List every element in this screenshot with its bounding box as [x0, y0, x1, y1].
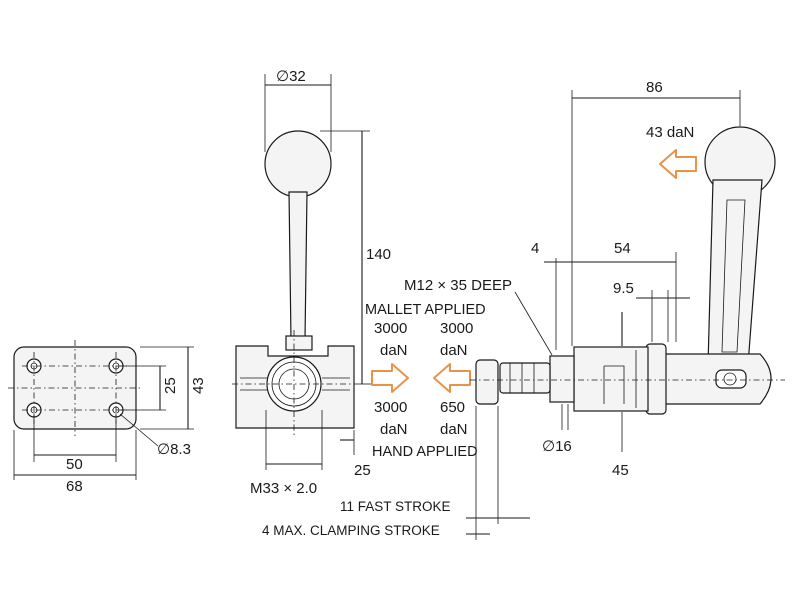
label-650: 650 — [440, 399, 465, 416]
label-86: 86 — [646, 79, 663, 96]
label-dia32: ∅32 — [276, 68, 306, 85]
lever-shaft — [288, 191, 308, 341]
lever-force-arrow — [659, 149, 697, 179]
pressure-pad — [475, 359, 499, 405]
label-hand-applied: HAND APPLIED — [372, 444, 478, 460]
label-dan-b: daN — [440, 342, 468, 359]
side-view — [466, 90, 785, 540]
plunger — [549, 355, 575, 403]
label-3000-a: 3000 — [374, 320, 407, 337]
label-43-dan: 43 daN — [646, 124, 694, 141]
side-body — [573, 346, 649, 412]
force-arrow-left — [433, 363, 471, 393]
label-68: 68 — [66, 478, 83, 495]
lever-knob — [264, 130, 332, 198]
hex-nut — [645, 343, 667, 415]
label-m12: M12 × 35 DEEP — [404, 277, 512, 294]
label-dan-d: daN — [440, 421, 468, 438]
label-43-vertical: 43 — [190, 377, 207, 394]
label-4: 4 — [531, 240, 539, 257]
base-plate-view — [8, 340, 194, 480]
label-9-5: 9.5 — [613, 280, 634, 297]
label-dan-c: daN — [380, 421, 408, 438]
label-3000-b: 3000 — [440, 320, 473, 337]
side-lever-arm — [707, 179, 763, 366]
label-dia16: ∅16 — [542, 438, 572, 455]
label-m33: M33 × 2.0 — [250, 480, 317, 497]
label-mallet-applied: MALLET APPLIED — [365, 302, 486, 318]
label-50: 50 — [66, 456, 83, 473]
label-dia8-3: ∅8.3 — [157, 441, 191, 458]
label-25-horizontal: 25 — [354, 462, 371, 479]
label-fast-stroke: 11 FAST STROKE — [340, 499, 451, 514]
label-140: 140 — [366, 246, 391, 263]
label-dan-a: daN — [380, 342, 408, 359]
force-arrow-right — [371, 363, 409, 393]
label-54: 54 — [614, 240, 631, 257]
shaft-boss — [285, 335, 313, 351]
hub-slot — [715, 369, 747, 389]
clamp-screw — [499, 362, 551, 394]
label-25-vertical: 25 — [162, 377, 179, 394]
label-max-clamping-stroke: 4 MAX. CLAMPING STROKE — [262, 523, 440, 538]
label-45: 45 — [612, 462, 629, 479]
label-3000-c: 3000 — [374, 399, 407, 416]
front-view — [232, 74, 372, 470]
